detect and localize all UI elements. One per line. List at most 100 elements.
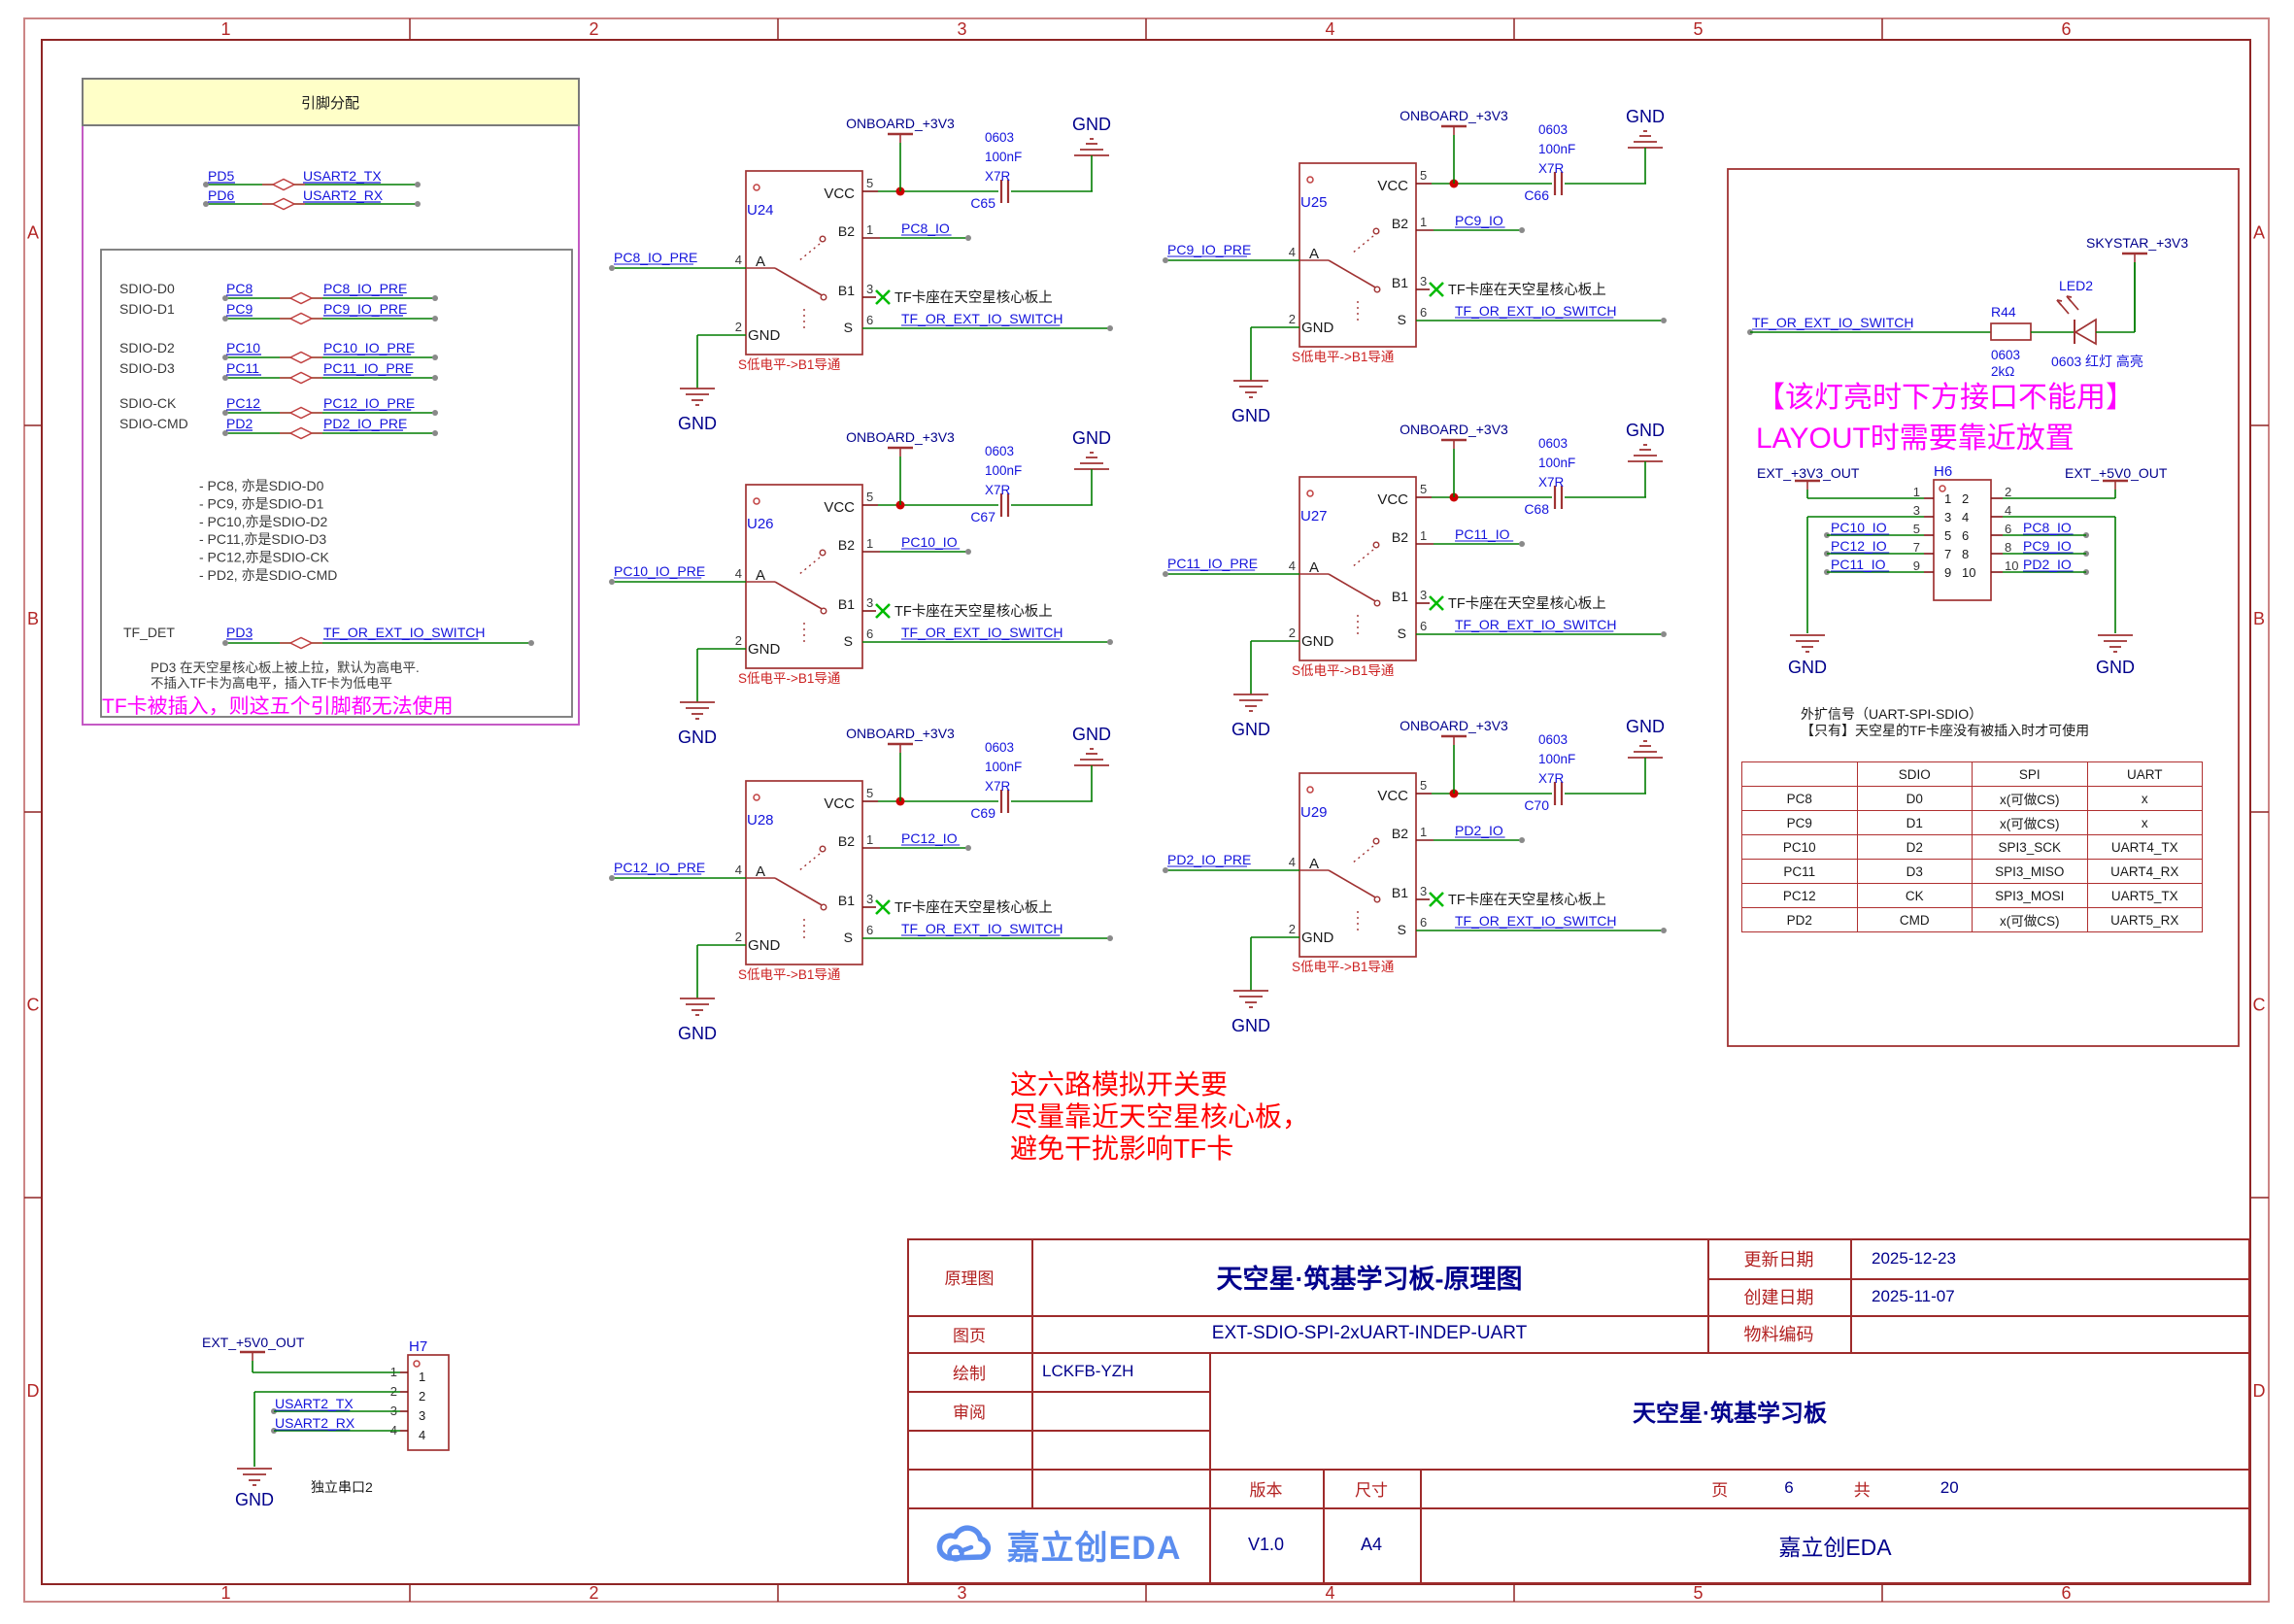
reference-designator: U28 (747, 812, 774, 829)
diamond (271, 178, 296, 191)
table-cell: D1 (1856, 810, 1973, 835)
pin-number: 1 (1420, 215, 1427, 229)
net-name: PC8_IO (2023, 520, 2072, 535)
pin-name-s: S (844, 930, 853, 945)
alias-bullet-line: - PC10,亦是SDIO-D2 (199, 514, 327, 529)
wire (875, 899, 891, 915)
pin-name-b2: B2 (1392, 529, 1408, 545)
wire-end-dot (222, 375, 228, 381)
ground-symbol (1233, 380, 1268, 398)
net-tie-diamond (262, 178, 305, 191)
pin-number: 2 (735, 633, 742, 648)
power-net-label: EXT_+3V3_OUT (1757, 465, 1860, 481)
titleblock-version-value: V1.0 (1247, 1535, 1285, 1554)
pin-number: 2 (735, 930, 742, 944)
diamond (288, 351, 314, 364)
layout-note-line: 避免干扰影响TF卡 (1010, 1133, 1234, 1164)
diamond (288, 371, 314, 385)
wire-end-dot (432, 355, 438, 360)
pin-name-s: S (1398, 626, 1406, 641)
net-name: PC12_IO_PRE (323, 395, 415, 411)
table-cell: x (2086, 810, 2203, 835)
pin1-marker (753, 794, 760, 801)
titleblock-label-schematic: 原理图 (944, 1269, 995, 1288)
uart2-caption: 独立串口2 (311, 1479, 373, 1495)
pin-number: 3 (866, 892, 873, 906)
mcu-pin-name: PC11 (226, 360, 259, 376)
layout-note-line: 尽量靠近天空星核心板， (1010, 1101, 1310, 1132)
table-cell: SPI3_SCK (1972, 834, 2088, 860)
titleblock-divider (1031, 1238, 1033, 1507)
titleblock-divider (1420, 1469, 1422, 1584)
wire-end-dot (432, 316, 438, 321)
pin-number: 4 (1289, 558, 1296, 573)
net-tie-diamond (280, 351, 322, 364)
diamond (288, 406, 314, 420)
ground-symbol (1074, 138, 1109, 156)
input-net-label: PC11_IO_PRE (1167, 556, 1258, 571)
switch-arm (1328, 573, 1378, 603)
wire (2056, 299, 2063, 302)
pin-name-b1: B1 (838, 283, 855, 298)
net-tie-diamond (262, 197, 305, 211)
power-net-label: ONBOARD_+3V3 (1400, 422, 1508, 437)
pin-name-gnd: GND (1301, 633, 1334, 650)
pin-name-b1: B1 (838, 893, 855, 908)
wire-end-dot (1661, 928, 1667, 933)
alias-bullet-line: - PC12,亦是SDIO-CK (199, 550, 329, 565)
pin-number: 6 (866, 626, 873, 641)
no-connect-x-icon (1429, 282, 1444, 297)
mcu-pin-name: PD5 (208, 168, 234, 184)
capacitor-spec: X7R (1538, 771, 1565, 786)
pin-number-inside: 2 (419, 1389, 425, 1404)
wire-end-dot (222, 355, 228, 360)
layout-note-text: 这六路模拟开关要尽量靠近天空星核心板，避免干扰影响TF卡 (1010, 1068, 1309, 1165)
titleblock-divider (907, 1430, 1209, 1432)
capacitor-spec: 100nF (1538, 752, 1575, 766)
capacitor-ref: C68 (1524, 501, 1549, 517)
alias-bullet-line: - PC8, 亦是SDIO-D0 (199, 478, 324, 493)
capacitor-spec: X7R (985, 169, 1011, 184)
pin-number: 7 (1913, 540, 1920, 555)
pin-name-s: S (844, 320, 853, 335)
net-name: USART2_RX (275, 1415, 355, 1431)
titleblock-divider (907, 1315, 2250, 1317)
wire (875, 603, 891, 619)
frame-row-marker: D (27, 1381, 40, 1401)
gnd-net-label: GND (1626, 107, 1665, 126)
pin-number-inside: 8 (1962, 547, 1969, 561)
net-name: PC11_IO (1831, 557, 1886, 572)
pin-number-inside: 3 (419, 1408, 425, 1423)
ground-symbol (1074, 748, 1109, 766)
table-cell: UART4_RX (2086, 859, 2203, 884)
resistor-spec: 2kΩ (1991, 364, 2014, 379)
capacitor-spec: 0603 (985, 130, 1014, 145)
pin1-marker (753, 184, 760, 191)
power-net-label: ONBOARD_+3V3 (846, 726, 955, 741)
table-header-cell: SPI (1972, 761, 2088, 787)
pin-number-inside: 4 (419, 1428, 425, 1442)
table-cell: PC12 (1741, 883, 1858, 908)
alias-bullet-line: - PC11,亦是SDIO-D3 (199, 531, 326, 547)
diamond (288, 426, 314, 440)
titleblock-divider (907, 1582, 2250, 1584)
titleblock-page-row: 页 6 共 20 (1420, 1469, 2250, 1507)
contact-circle (820, 293, 827, 301)
wire-end-dot (1519, 541, 1525, 547)
pin-number: 6 (866, 313, 873, 327)
pin-name-b1: B1 (1392, 885, 1408, 900)
wire-end-dot (1163, 867, 1168, 873)
ground-symbol (1628, 740, 1663, 759)
table-cell: UART4_TX (2086, 834, 2203, 860)
contact-circle (819, 845, 827, 853)
pin1-marker (1306, 490, 1314, 497)
output-net-label: PC9_IO (1455, 213, 1503, 228)
pin-number: 4 (1289, 855, 1296, 869)
gnd-net-label: GND (1231, 720, 1270, 739)
